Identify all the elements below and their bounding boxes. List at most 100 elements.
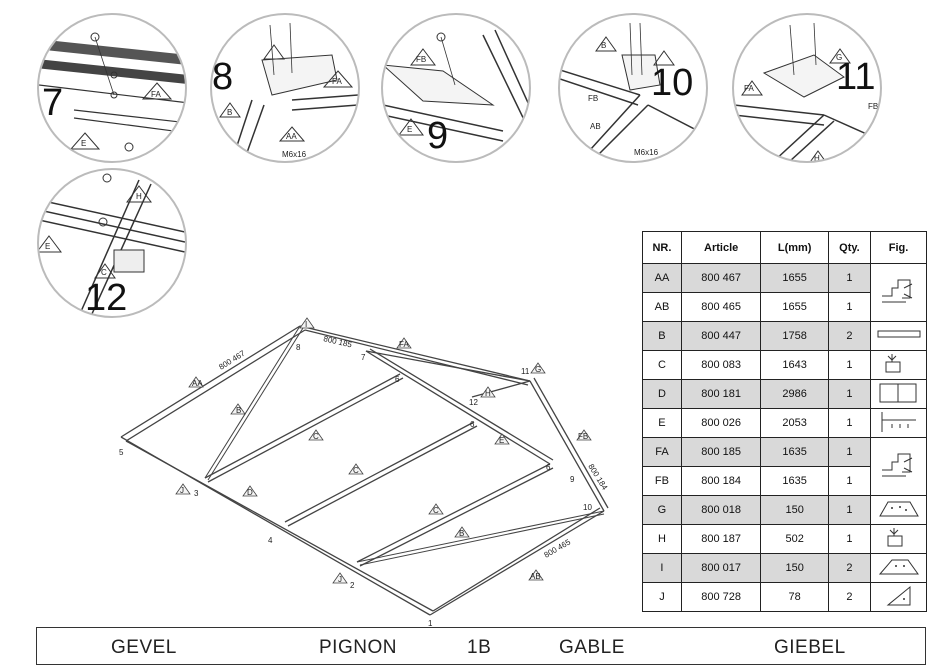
profile-fig-aa-ab: [870, 263, 927, 322]
step-12-detail: H E C: [37, 168, 187, 318]
step-9-detail: FB E: [381, 13, 531, 163]
label-c-2: C: [433, 506, 439, 515]
num-6a: 6: [395, 375, 400, 384]
callout-e: E: [81, 139, 86, 148]
cell-nr: E: [642, 408, 682, 438]
num-8: 8: [296, 343, 301, 352]
profile-fig-d: [870, 379, 927, 409]
plate-fig-i: [870, 553, 927, 583]
part-code-fa: 800 185: [323, 334, 354, 349]
header-fig: Fig.: [870, 231, 927, 264]
label-g: G: [535, 365, 541, 374]
footer-label-german: GIEBEL: [774, 637, 846, 658]
cell-article: 800 185: [680, 437, 762, 467]
profile-fig-b: [870, 321, 927, 351]
step-7-drawing: FA E: [39, 32, 185, 152]
label-b-2: B: [459, 529, 464, 538]
cell-nr: D: [642, 379, 682, 409]
label-d: D: [247, 488, 253, 497]
num-2: 2: [350, 581, 355, 590]
cell-length: 1758: [760, 321, 829, 351]
cell-length: 78: [760, 582, 829, 612]
profile-fig-e: [870, 408, 927, 438]
cell-qty: 2: [827, 582, 872, 612]
cell-qty: 1: [827, 292, 872, 322]
step-8-detail: FA B AA M6x16: [210, 13, 360, 163]
step-10-detail: B FB AB M6x16: [558, 13, 708, 163]
label-i: I: [305, 320, 307, 329]
cell-nr: FA: [642, 437, 682, 467]
cell-qty: 1: [827, 437, 872, 467]
callout-aa: AA: [286, 132, 297, 141]
cell-qty: 1: [827, 466, 872, 496]
cell-length: 150: [760, 553, 829, 583]
num-6c: 6: [546, 463, 551, 472]
callout-b: B: [601, 41, 606, 50]
cell-article: 800 017: [680, 553, 762, 583]
cell-qty: 2: [827, 321, 872, 351]
cell-qty: 1: [827, 408, 872, 438]
header-qty: Qty.: [827, 231, 872, 264]
callout-c: C: [101, 268, 107, 277]
label-ab: AB: [530, 572, 541, 581]
cell-nr: G: [642, 495, 682, 525]
callout-g: G: [836, 53, 842, 62]
part-code-ab: 800 465: [543, 537, 573, 560]
step-number-11: 11: [836, 56, 876, 98]
callout-bolt: M6x16: [634, 148, 659, 157]
callout-b: B: [227, 108, 232, 117]
callout-fb: FB: [416, 55, 426, 64]
callout-h: H: [136, 192, 142, 201]
callout-h: H: [814, 154, 820, 161]
cell-length: 1643: [760, 350, 829, 380]
label-j-2: J: [338, 575, 342, 584]
cell-nr: AA: [642, 263, 682, 293]
part-code-aa: 800 467: [217, 348, 247, 371]
table-header-row: NR. Article L(mm) Qty. Fig.: [642, 231, 927, 264]
cell-nr: FB: [642, 466, 682, 496]
callout-e: E: [407, 125, 412, 134]
cell-length: 150: [760, 495, 829, 525]
step-7-detail: FA E: [37, 13, 187, 163]
callout-fb: FB: [868, 102, 878, 111]
cell-length: 2053: [760, 408, 829, 438]
callout-bolt: M6x16: [282, 150, 307, 159]
cell-length: 2986: [760, 379, 829, 409]
plate-fig-j: [870, 582, 927, 612]
cell-article: 800 467: [680, 263, 762, 293]
cell-nr: C: [642, 350, 682, 380]
cell-article: 800 181: [680, 379, 762, 409]
num-7: 7: [361, 353, 366, 362]
callout-ab: AB: [590, 122, 601, 131]
cell-nr: J: [642, 582, 682, 612]
cell-nr: AB: [642, 292, 682, 322]
profile-fig-fa-fb: [870, 437, 927, 496]
callout-fa: FA: [151, 90, 161, 99]
header-article: Article: [680, 231, 762, 264]
footer-label-dutch: GEVEL: [111, 637, 177, 658]
footer-model: 1B: [467, 637, 492, 658]
cell-article: 800 187: [680, 524, 762, 554]
cell-length: 1655: [760, 292, 829, 322]
cell-qty: 1: [827, 495, 872, 525]
profile-fig-c: [870, 350, 927, 380]
label-j-1: J: [180, 486, 184, 495]
label-fb: FB: [578, 432, 588, 441]
header-length: L(mm): [760, 231, 829, 264]
cell-length: 1655: [760, 263, 829, 293]
cell-article: 800 465: [680, 292, 762, 322]
cell-length: 1635: [760, 466, 829, 496]
num-4: 4: [268, 536, 273, 545]
num-11: 11: [521, 367, 530, 376]
